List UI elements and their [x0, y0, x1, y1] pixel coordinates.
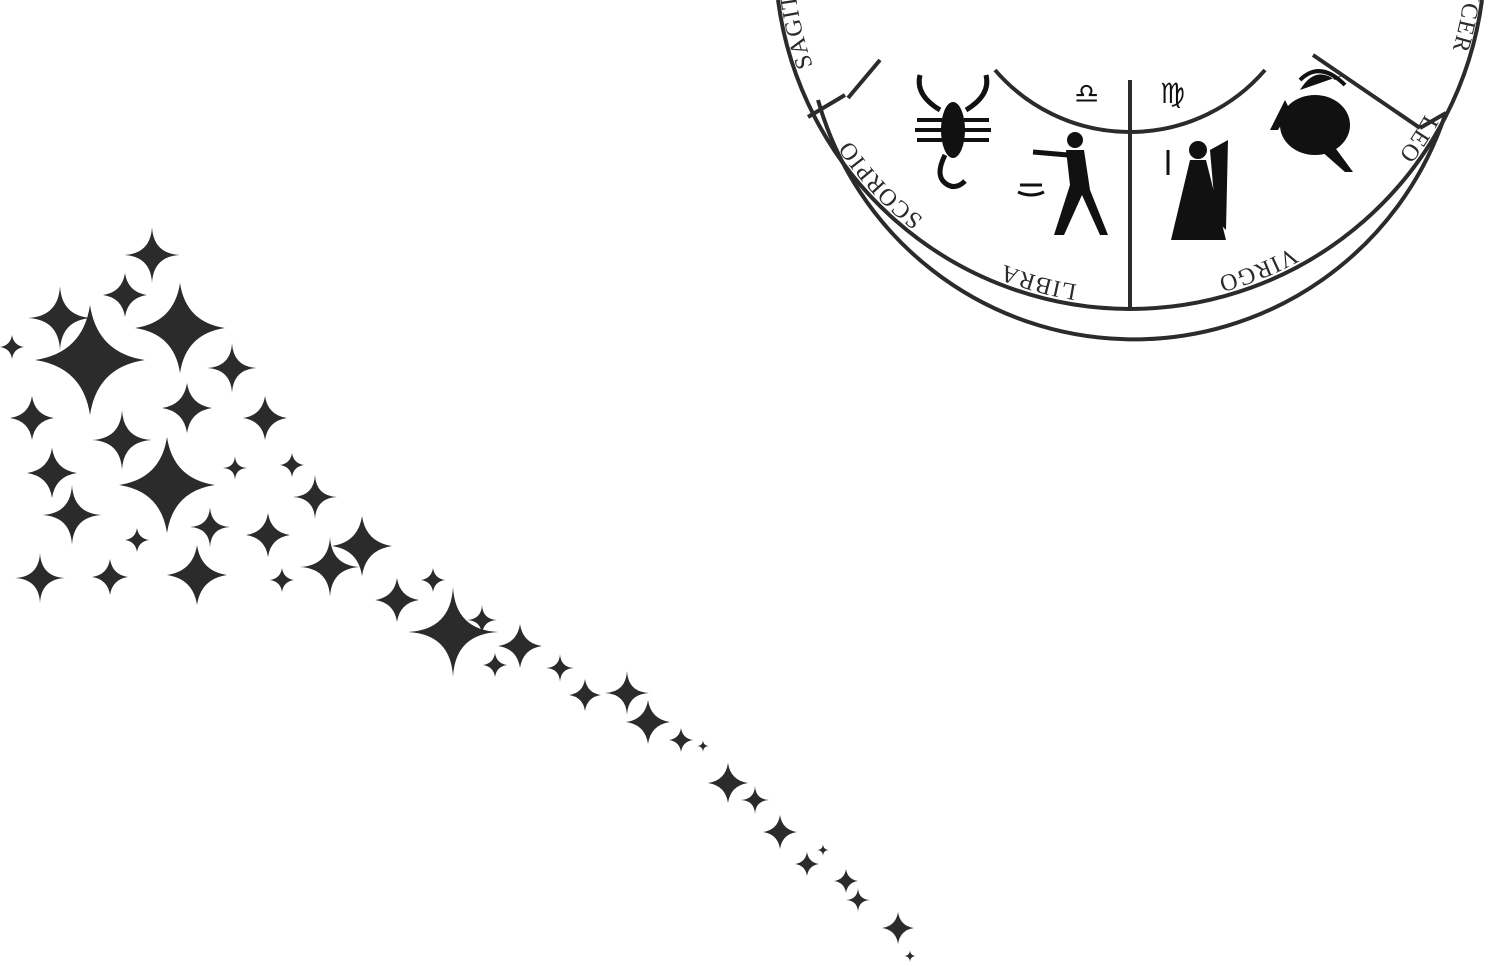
four-point-star-icon [27, 448, 77, 498]
four-point-star-icon [569, 679, 601, 711]
four-point-star-icon [246, 513, 290, 557]
four-point-star-icon [763, 815, 797, 849]
four-point-star-icon [408, 587, 498, 677]
band-label-cancer: NCER [1447, 0, 1485, 56]
four-point-star-icon [498, 624, 542, 668]
scorpion-icon [915, 74, 991, 189]
four-point-star-icon [375, 578, 419, 622]
four-point-star-icon [270, 568, 294, 592]
four-point-star-icon [467, 605, 497, 635]
zodiac-wheel: NCER LEO VIRGO LIBRA SCORPIO SAGITT ♎ ♍ [774, 0, 1486, 342]
svg-text:NCER: NCER [1447, 0, 1486, 56]
four-point-star-icon [669, 728, 693, 752]
four-point-star-icon [119, 437, 215, 533]
libra-symbol-icon: ♎ [1074, 77, 1099, 110]
band-inner-ring [816, 99, 1447, 342]
divider-leo-cancer-outer [1419, 111, 1447, 130]
four-point-star-icon [817, 844, 829, 856]
virgo-angel-icon [1166, 140, 1228, 240]
outer-ring [776, 0, 1484, 311]
four-point-star-icon [243, 396, 287, 440]
four-point-star-icon [741, 786, 769, 814]
four-point-star-icon [332, 516, 392, 576]
four-point-star-icon [904, 950, 916, 962]
four-point-star-icon [125, 528, 149, 552]
four-point-star-icon [103, 273, 147, 317]
four-point-star-icon [42, 485, 102, 545]
star-trail [0, 227, 916, 962]
four-point-star-icon [92, 410, 152, 470]
four-point-star-icon [92, 559, 128, 595]
four-point-star-icon [223, 456, 247, 480]
divider-scorpio-sagittarius-outer [806, 93, 847, 119]
svg-text:VIRGO: VIRGO [1216, 242, 1302, 297]
divider-scorpio-sagittarius-inner [846, 58, 882, 100]
four-point-star-icon [293, 475, 337, 519]
virgo-symbol-icon: ♍ [1160, 77, 1185, 110]
four-point-star-icon [28, 286, 92, 350]
four-point-star-icon [605, 671, 649, 715]
four-point-star-icon [626, 700, 670, 744]
four-point-star-icon [124, 227, 180, 283]
four-point-star-icon [546, 654, 574, 682]
lion-icon [1270, 69, 1353, 172]
four-point-star-icon [280, 453, 304, 477]
four-point-star-icon [708, 763, 748, 803]
four-point-star-icon [882, 912, 914, 944]
four-point-star-icon [483, 653, 507, 677]
four-point-star-icon [135, 283, 225, 373]
four-point-star-icon [10, 396, 54, 440]
four-point-star-icon [35, 305, 145, 415]
divider-leo-cancer-inner [1311, 53, 1422, 130]
band-label-virgo: VIRGO [1216, 242, 1301, 297]
four-point-star-icon [190, 507, 230, 547]
four-point-star-icon [421, 568, 445, 592]
four-point-star-icon [15, 553, 65, 603]
four-point-star-icon [795, 852, 819, 876]
four-point-star-icon [167, 545, 227, 605]
four-point-star-icon [162, 383, 212, 433]
four-point-star-icon [697, 740, 709, 752]
four-point-star-icon [300, 537, 360, 597]
four-point-star-icon [207, 343, 257, 393]
four-point-star-icon [834, 869, 858, 893]
libra-man-with-scales-icon [1017, 132, 1108, 235]
four-point-star-icon [0, 335, 24, 359]
four-point-star-icon [846, 888, 870, 912]
